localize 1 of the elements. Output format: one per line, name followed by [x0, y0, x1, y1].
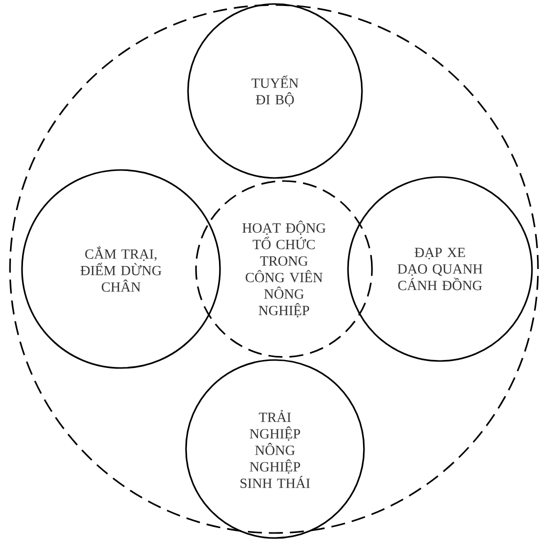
boundary-circle — [9, 4, 539, 534]
